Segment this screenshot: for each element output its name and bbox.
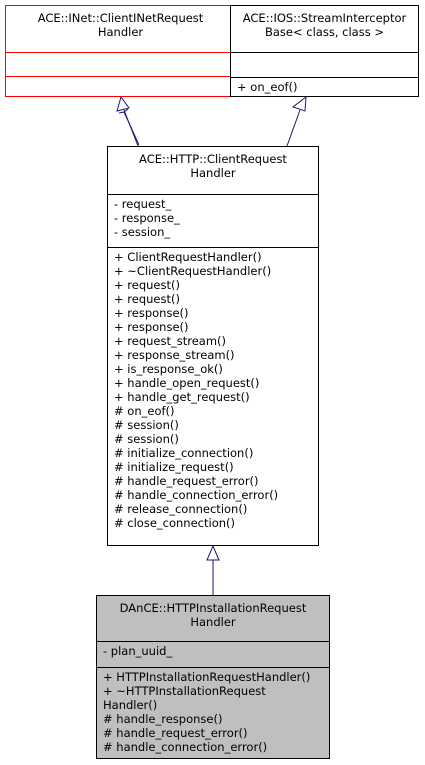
method-item: + request_stream() bbox=[114, 334, 227, 348]
method-item: + ~HTTPInstallationRequest bbox=[103, 684, 266, 698]
method-item: + response_stream() bbox=[114, 348, 235, 362]
class-title-line: ACE::INet::ClientINetRequest bbox=[37, 11, 204, 25]
method-item: # session() bbox=[114, 432, 179, 446]
methods-section: + on_eof() bbox=[231, 77, 418, 103]
method-item: # release_connection() bbox=[114, 502, 248, 516]
method-item: + is_response_ok() bbox=[114, 362, 223, 376]
method-item: + HTTPInstallationRequestHandler() bbox=[103, 670, 311, 684]
class-box-dance-installation-handler[interactable]: DAnCE::HTTPInstallationRequest Handler -… bbox=[96, 595, 330, 759]
method-item: # handle_request_error() bbox=[103, 726, 248, 740]
method-item: # handle_request_error() bbox=[114, 474, 259, 488]
class-box-inet-request-handler[interactable]: ACE::INet::ClientINetRequest Handler bbox=[5, 5, 236, 97]
class-title-line: DAnCE::HTTPInstallationRequest bbox=[119, 601, 307, 615]
class-title: ACE::IOS::StreamInterceptor Base< class,… bbox=[231, 6, 418, 52]
method-item: + response() bbox=[114, 320, 189, 334]
class-title-line: ACE::IOS::StreamInterceptor bbox=[242, 11, 407, 25]
class-title-line: Handler bbox=[190, 615, 236, 629]
method-item: + ~ClientRequestHandler() bbox=[114, 264, 272, 278]
methods-section: + ClientRequestHandler() + ~ClientReques… bbox=[108, 247, 318, 552]
class-title: DAnCE::HTTPInstallationRequest Handler bbox=[97, 596, 329, 641]
method-item: + ClientRequestHandler() bbox=[114, 250, 262, 264]
attributes-section: - request_ - response_ - session_ bbox=[108, 194, 318, 247]
method-item: # initialize_connection() bbox=[114, 446, 254, 460]
method-item: # handle_connection_error() bbox=[103, 740, 268, 754]
class-title-line: Handler bbox=[190, 166, 236, 180]
attribute-item: - session_ bbox=[114, 225, 171, 239]
attributes-section bbox=[6, 52, 235, 76]
method-item: + on_eof() bbox=[237, 80, 298, 94]
method-item: + handle_open_request() bbox=[114, 376, 260, 390]
method-item: # handle_connection_error() bbox=[114, 488, 279, 502]
class-box-http-client-request-handler[interactable]: ACE::HTTP::ClientRequest Handler - reque… bbox=[107, 146, 319, 546]
attribute-item: - request_ bbox=[114, 197, 172, 211]
methods-section: + HTTPInstallationRequestHandler() + ~HT… bbox=[97, 667, 329, 765]
class-title-line: ACE::HTTP::ClientRequest bbox=[139, 152, 287, 166]
method-item: # handle_response() bbox=[103, 712, 223, 726]
method-item: + response() bbox=[114, 306, 189, 320]
method-item: # close_connection() bbox=[114, 516, 235, 530]
method-item: Handler() bbox=[103, 698, 158, 712]
inherit-line-interceptor bbox=[286, 109, 301, 147]
inherit-line-inet bbox=[123, 109, 139, 147]
method-item: + request() bbox=[114, 292, 180, 306]
attribute-item: - response_ bbox=[114, 211, 180, 225]
method-item: # on_eof() bbox=[114, 404, 175, 418]
method-item: # initialize_request() bbox=[114, 460, 234, 474]
method-item: + handle_get_request() bbox=[114, 390, 250, 404]
class-box-stream-interceptor[interactable]: ACE::IOS::StreamInterceptor Base< class,… bbox=[230, 5, 419, 97]
attributes-section bbox=[231, 52, 418, 77]
class-title: ACE::HTTP::ClientRequest Handler bbox=[108, 147, 318, 194]
inherit-arrowhead-interceptor bbox=[291, 95, 307, 112]
class-title-line: Base< class, class > bbox=[265, 25, 384, 39]
method-item: + request() bbox=[114, 278, 180, 292]
class-title-line: Handler bbox=[97, 25, 144, 39]
method-item: # session() bbox=[114, 418, 179, 432]
inherit-arrowhead-inet bbox=[116, 95, 130, 112]
attribute-item: - plan_uuid_ bbox=[103, 644, 173, 658]
class-title: ACE::INet::ClientINetRequest Handler bbox=[6, 6, 235, 52]
attributes-section: - plan_uuid_ bbox=[97, 641, 329, 667]
methods-section bbox=[6, 76, 235, 103]
